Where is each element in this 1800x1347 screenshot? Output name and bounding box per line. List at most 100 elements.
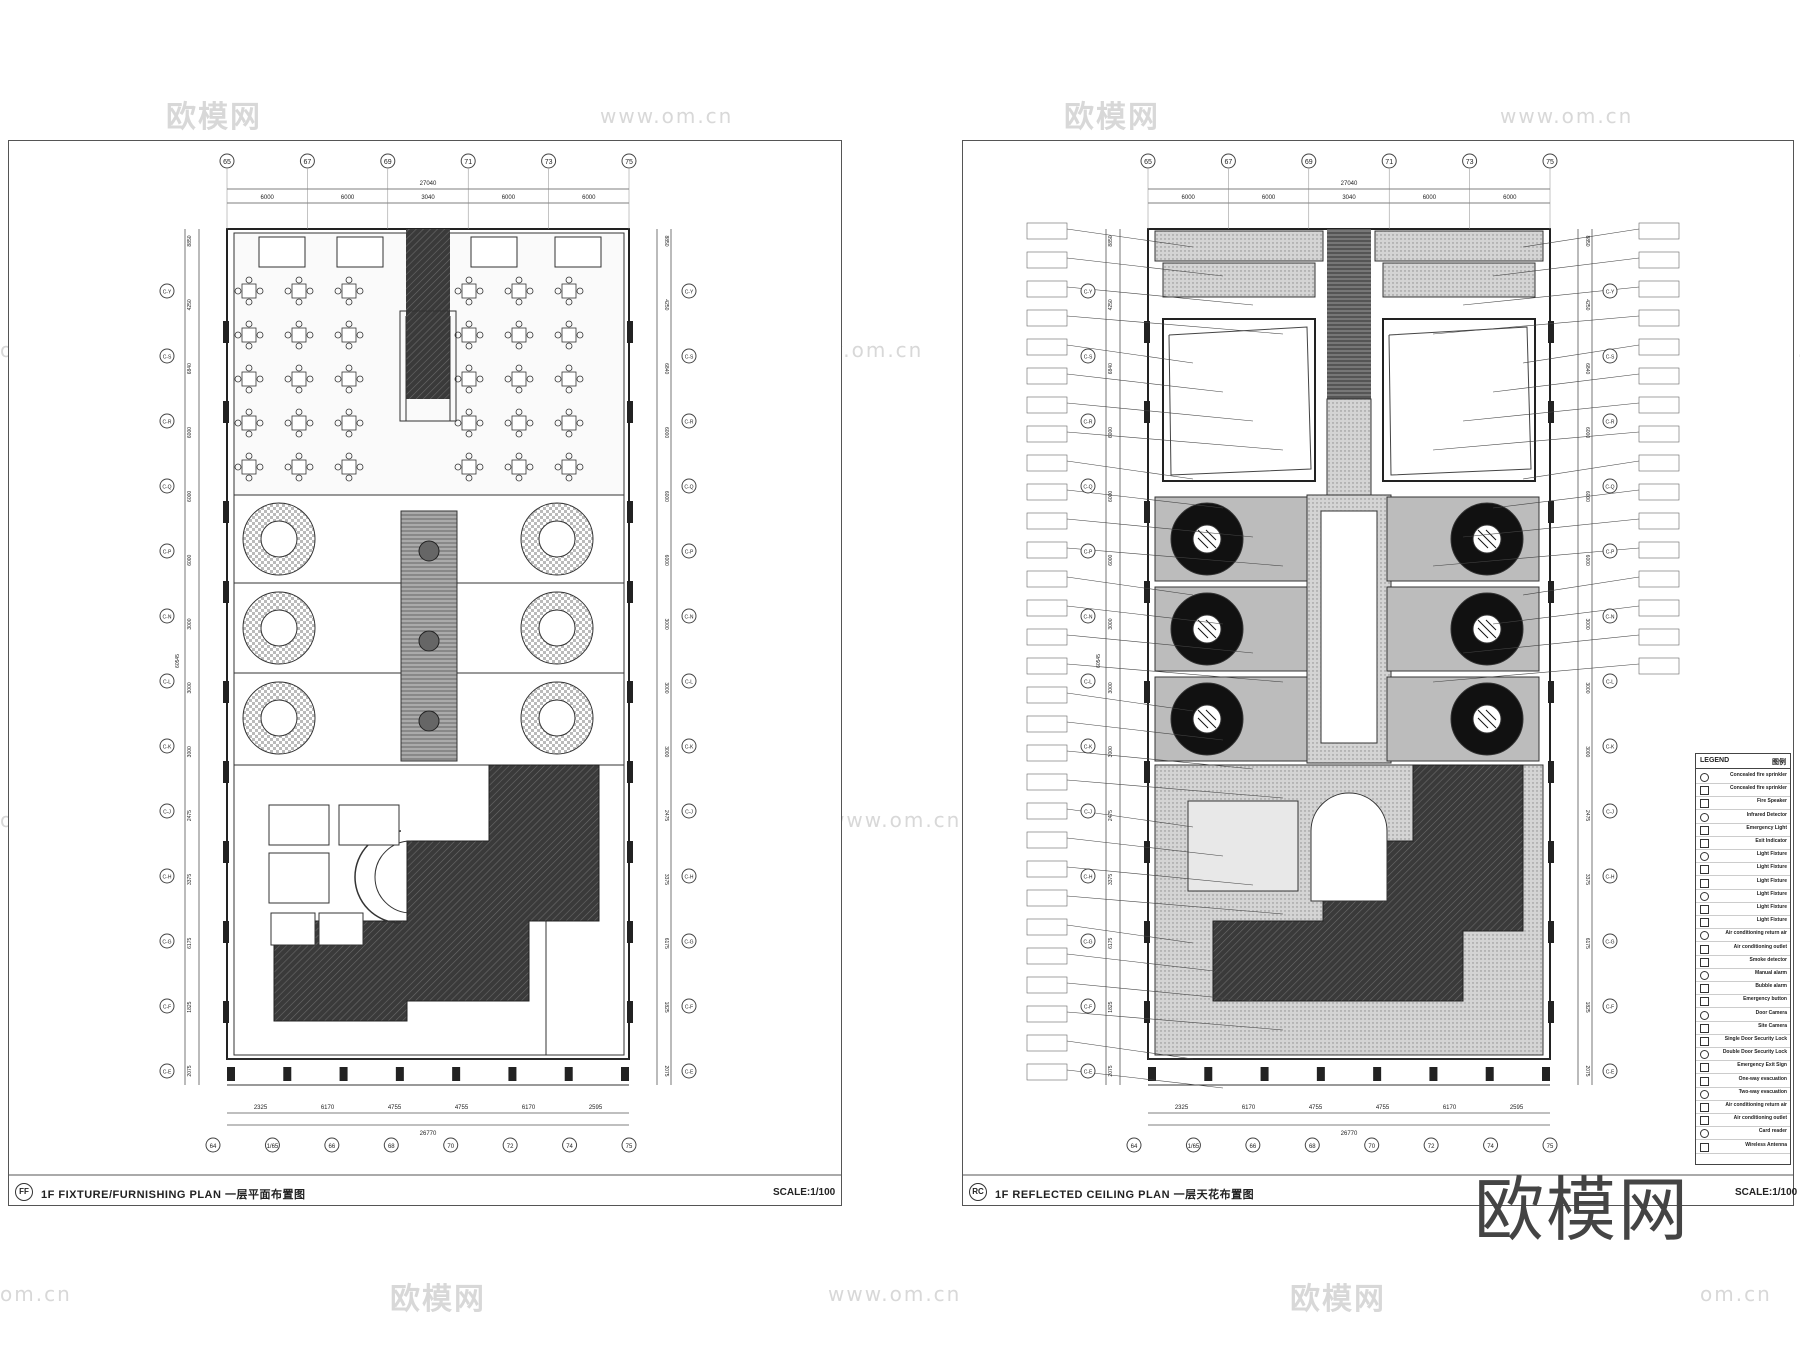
legend-item: Single Door Security Lock bbox=[1696, 1034, 1790, 1048]
legend-symbol-icon bbox=[1700, 957, 1709, 967]
ceiling-tag bbox=[1638, 599, 1680, 617]
chair bbox=[306, 375, 314, 383]
grid-bubble bbox=[681, 608, 697, 624]
grid-bubble bbox=[681, 413, 697, 429]
ceiling-tag bbox=[1026, 599, 1068, 617]
grid-label: C-E bbox=[1084, 1070, 1093, 1076]
grid-bubble bbox=[1602, 673, 1618, 689]
leader-line bbox=[1522, 228, 1640, 248]
dimension-text: 6000 bbox=[1503, 195, 1517, 201]
dimension-text: 6000 bbox=[187, 427, 193, 438]
wall-column bbox=[1144, 501, 1150, 523]
legend-label: Air conditioning outlet bbox=[1733, 943, 1787, 950]
grid-bubble bbox=[443, 1137, 459, 1153]
ceiling-tag bbox=[1026, 396, 1068, 414]
grid-bubble bbox=[1364, 1137, 1380, 1153]
leader-line bbox=[1066, 924, 1194, 944]
leader-line bbox=[1462, 518, 1640, 538]
chair bbox=[356, 331, 364, 339]
legend-item: Air conditioning return air bbox=[1696, 1100, 1790, 1114]
dimension-text: 4755 bbox=[455, 1105, 469, 1111]
chair bbox=[576, 375, 584, 383]
chair bbox=[504, 331, 512, 339]
chair bbox=[234, 331, 242, 339]
ceiling-tag bbox=[1026, 570, 1068, 588]
ceiling-tag bbox=[1026, 744, 1068, 762]
leader-line bbox=[1066, 373, 1224, 393]
leader-line bbox=[1492, 257, 1640, 277]
chair bbox=[565, 342, 573, 350]
grid-label: C-R bbox=[685, 420, 694, 426]
ceiling-tag bbox=[1638, 570, 1680, 588]
legend-title: LEGEND bbox=[1700, 757, 1730, 764]
ceiling-tag bbox=[1026, 686, 1068, 704]
chair bbox=[515, 298, 523, 306]
dimension-text: 6175 bbox=[663, 938, 669, 949]
chair bbox=[256, 331, 264, 339]
dimension-text: 60545 bbox=[1096, 654, 1102, 668]
hatch-line bbox=[1477, 537, 1489, 549]
wall-column bbox=[223, 1001, 229, 1023]
grid-bubble bbox=[460, 153, 476, 169]
legend-label: Bubble alarm bbox=[1755, 983, 1787, 990]
ceiling-tag bbox=[1026, 1005, 1068, 1023]
legend-label: Air conditioning return air bbox=[1725, 930, 1787, 937]
column bbox=[1542, 1067, 1550, 1081]
dimension-text: 6000 bbox=[1108, 491, 1114, 502]
dimension-text: 4250 bbox=[187, 299, 193, 310]
legend-item: Emergency button bbox=[1696, 994, 1790, 1009]
grid-label: 67 bbox=[1225, 159, 1233, 166]
dimension-text: 3000 bbox=[663, 746, 669, 757]
dimension-text: 27040 bbox=[420, 181, 437, 187]
legend-item: Infrared Detector bbox=[1696, 810, 1790, 824]
legend-item: Emergency Light bbox=[1696, 823, 1790, 837]
dimension-text: 6840 bbox=[1584, 363, 1590, 374]
chair bbox=[295, 474, 303, 482]
chair bbox=[234, 287, 242, 295]
grid-bubble bbox=[502, 1137, 518, 1153]
ceiling-tag bbox=[1026, 454, 1068, 472]
right-sheet-title: 1F REFLECTED CEILING PLAN 一层天花布置图 bbox=[995, 1189, 1255, 1201]
grid-bubble bbox=[159, 608, 175, 624]
legend-item: Door Camera bbox=[1696, 1008, 1790, 1022]
chair bbox=[295, 430, 303, 438]
chair bbox=[565, 386, 573, 394]
chair bbox=[295, 386, 303, 394]
grid-bubble bbox=[1602, 868, 1618, 884]
chair bbox=[565, 452, 573, 460]
chair bbox=[454, 287, 462, 295]
wall-column bbox=[627, 841, 633, 863]
chair bbox=[356, 419, 364, 427]
leader-line bbox=[1066, 866, 1254, 886]
grid-bubble bbox=[681, 868, 697, 884]
grid-bubble bbox=[159, 673, 175, 689]
chair bbox=[284, 287, 292, 295]
column bbox=[621, 1067, 629, 1081]
chair bbox=[345, 364, 353, 372]
hatch-line bbox=[1205, 529, 1217, 541]
legend-item: Two-way evacuation bbox=[1696, 1087, 1790, 1101]
legend-label: Smoke detector bbox=[1749, 956, 1787, 963]
dimension-text: 6000 bbox=[1584, 555, 1590, 566]
chair bbox=[356, 463, 364, 471]
leader-line bbox=[1066, 953, 1224, 973]
legend-symbol-icon bbox=[1700, 1116, 1709, 1126]
column bbox=[339, 1067, 348, 1081]
dimension-text: 2325 bbox=[1175, 1105, 1189, 1111]
lazy-susan bbox=[260, 520, 298, 558]
grid-bubble bbox=[1185, 1137, 1201, 1153]
grid-bubble bbox=[1483, 1137, 1499, 1153]
ceiling-tag bbox=[1026, 918, 1068, 936]
chair bbox=[256, 375, 264, 383]
chair bbox=[245, 452, 253, 460]
chair bbox=[565, 320, 573, 328]
grid-label: 72 bbox=[507, 1144, 514, 1150]
wall-column bbox=[627, 681, 633, 703]
grid-bubble bbox=[1080, 738, 1096, 754]
wall-column bbox=[223, 581, 229, 603]
column bbox=[1204, 1067, 1213, 1081]
dimension-text: 6000 bbox=[1108, 427, 1114, 438]
wall-column bbox=[1144, 401, 1150, 423]
ceiling-tag bbox=[1638, 425, 1680, 443]
chair bbox=[504, 287, 512, 295]
